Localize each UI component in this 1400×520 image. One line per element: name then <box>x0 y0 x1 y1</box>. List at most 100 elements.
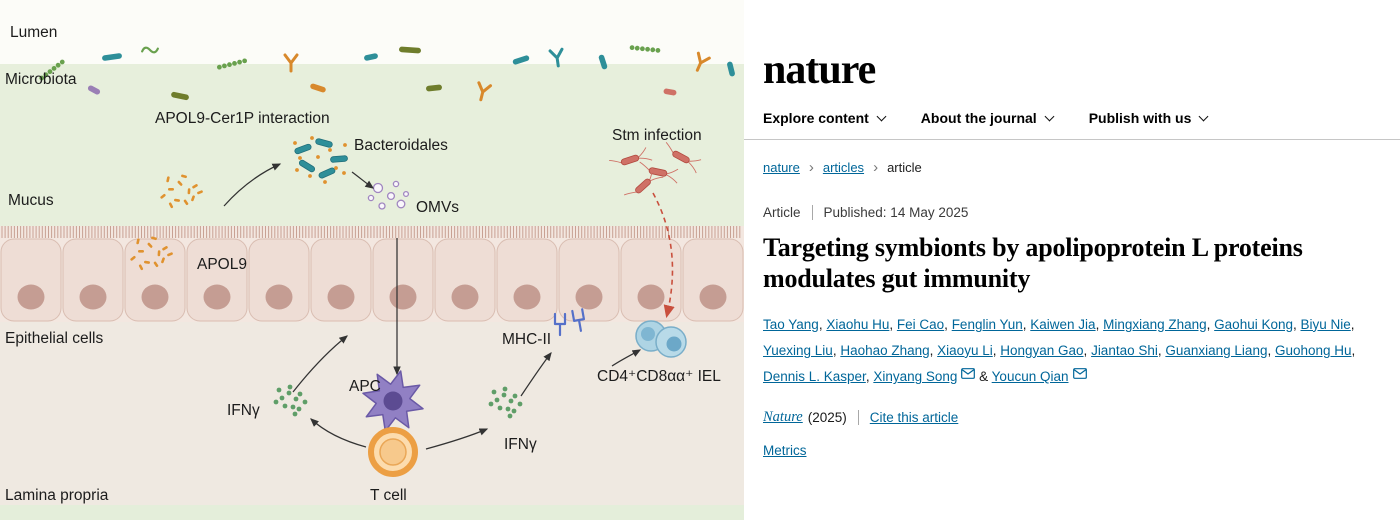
journal-link[interactable]: Nature <box>763 408 803 425</box>
apol9-dot <box>308 174 312 178</box>
apol9-molecule <box>174 198 180 202</box>
ifng-molecule <box>296 406 302 412</box>
author-link[interactable]: Fenglin Yun <box>951 316 1023 332</box>
article-page: nature Explore content About the journal P… <box>744 0 1400 520</box>
epithelial-cell <box>434 238 496 322</box>
ifng-molecule <box>494 397 500 403</box>
bacterium-squiggle <box>141 46 159 54</box>
omv-vesicle <box>402 190 410 198</box>
stm-bacterium <box>609 147 653 166</box>
author-link[interactable]: Tao Yang <box>763 316 819 332</box>
ifng-molecule <box>505 406 511 412</box>
apol9-molecule <box>160 193 166 199</box>
nav-publish-with-us[interactable]: Publish with us <box>1088 109 1209 126</box>
apol9-molecule <box>138 264 144 271</box>
stm-bacterium <box>665 142 702 174</box>
apol9-molecule <box>130 255 136 261</box>
ifng-molecule <box>491 389 497 395</box>
bacterium-rod <box>512 55 530 65</box>
apol9-molecule <box>167 252 173 257</box>
apol9-molecule <box>191 195 195 202</box>
breadcrumb-link-nature[interactable]: nature <box>763 159 800 175</box>
nav-about-the-journal[interactable]: About the journal <box>921 110 1055 126</box>
apol9-molecule <box>181 174 187 179</box>
apol9-molecule <box>138 250 144 253</box>
author-link[interactable]: Mingxiang Zhang <box>1103 316 1207 332</box>
ifng-molecule <box>287 384 293 390</box>
cell-nucleus <box>637 284 665 310</box>
email-icon[interactable] <box>1072 368 1087 380</box>
author-link[interactable]: Gaohui Kong <box>1214 316 1293 332</box>
apol9-molecule <box>192 184 198 189</box>
stm-bacterium <box>639 161 679 184</box>
arrow-ifng-to-mhc2 <box>520 352 552 397</box>
article-meta: Article Published: 14 May 2025 <box>763 204 1400 220</box>
author-link[interactable]: Dennis L. Kasper <box>763 369 866 385</box>
ifng-molecule <box>293 396 299 402</box>
author-link[interactable]: Biyu Nie <box>1300 316 1351 332</box>
author-link[interactable]: Guohong Hu <box>1274 342 1352 358</box>
bottom-band <box>0 505 744 520</box>
author-link[interactable]: Youcun Qian <box>991 369 1069 385</box>
author-separator: , <box>1095 316 1104 332</box>
ifng-molecule <box>286 390 292 396</box>
nav-explore-content[interactable]: Explore content <box>763 110 887 126</box>
brush-border <box>1 226 741 238</box>
metrics-link[interactable]: Metrics <box>763 442 807 458</box>
apol9-molecule <box>157 250 161 257</box>
cell-nucleus <box>451 284 479 310</box>
ifng-molecule <box>297 391 303 397</box>
bacterium-rod <box>399 46 421 54</box>
author-link[interactable]: Yuexing Liu <box>763 342 833 358</box>
bacterium-rod <box>663 88 677 96</box>
nav-label: Publish with us <box>1088 109 1192 126</box>
apol9-molecule <box>147 242 153 248</box>
author-separator: , <box>1351 342 1356 358</box>
author-link[interactable]: Kaiwen Jia <box>1030 316 1096 332</box>
apol9-dot <box>298 156 302 160</box>
apol9-dot <box>295 168 299 172</box>
cell-nucleus <box>203 284 231 310</box>
author-separator: , <box>1292 316 1301 332</box>
author-separator: , <box>1083 342 1092 358</box>
ifng-molecule <box>507 413 513 419</box>
ifng-molecule <box>502 386 508 392</box>
chevron-down-icon <box>1044 111 1055 122</box>
author-link[interactable]: Guanxiang Liang <box>1165 342 1268 358</box>
epithelial-cell-layer <box>0 238 744 322</box>
author-link[interactable]: Haohao Zhang <box>840 342 930 358</box>
cite-divider <box>857 409 859 425</box>
apol9-molecule <box>166 176 170 183</box>
ifng-molecule <box>508 398 514 404</box>
apol9-molecule <box>187 188 191 195</box>
bacterium-rod <box>727 61 735 77</box>
author-link[interactable]: Jiantao Shi <box>1091 342 1158 358</box>
label-lumen: Lumen <box>10 24 57 41</box>
breadcrumb-link-articles[interactable]: articles <box>822 159 865 175</box>
apol9-molecule <box>151 236 157 241</box>
label-ifng-left: IFNγ <box>227 402 260 419</box>
author-separator: , <box>1206 316 1215 332</box>
cite-this-article-link[interactable]: Cite this article <box>869 409 959 425</box>
author-link[interactable]: Fei Cao <box>896 316 945 332</box>
apol9-dot <box>328 148 332 152</box>
author-link[interactable]: Xinyang Song <box>873 369 958 385</box>
t-cell <box>368 427 418 477</box>
omv-vesicle <box>378 202 386 210</box>
breadcrumb-separator-icon: › <box>808 158 814 176</box>
epithelial-cell <box>372 238 434 322</box>
author-link[interactable]: Xiaoyu Li <box>937 342 993 358</box>
ifng-molecule <box>302 399 308 405</box>
author-separator: , <box>818 316 827 332</box>
email-icon[interactable] <box>961 368 976 380</box>
ifng-molecule <box>276 387 282 393</box>
apol9-molecule <box>161 257 165 264</box>
bacteroidales-rod <box>318 167 336 179</box>
author-link[interactable]: Hongyan Gao <box>1000 342 1084 358</box>
ifng-molecule <box>511 408 517 414</box>
ifng-molecule <box>282 403 288 409</box>
author-link[interactable]: Xiaohu Hu <box>826 316 890 332</box>
nature-logo[interactable]: nature <box>763 47 876 93</box>
ifng-molecule <box>273 399 279 405</box>
